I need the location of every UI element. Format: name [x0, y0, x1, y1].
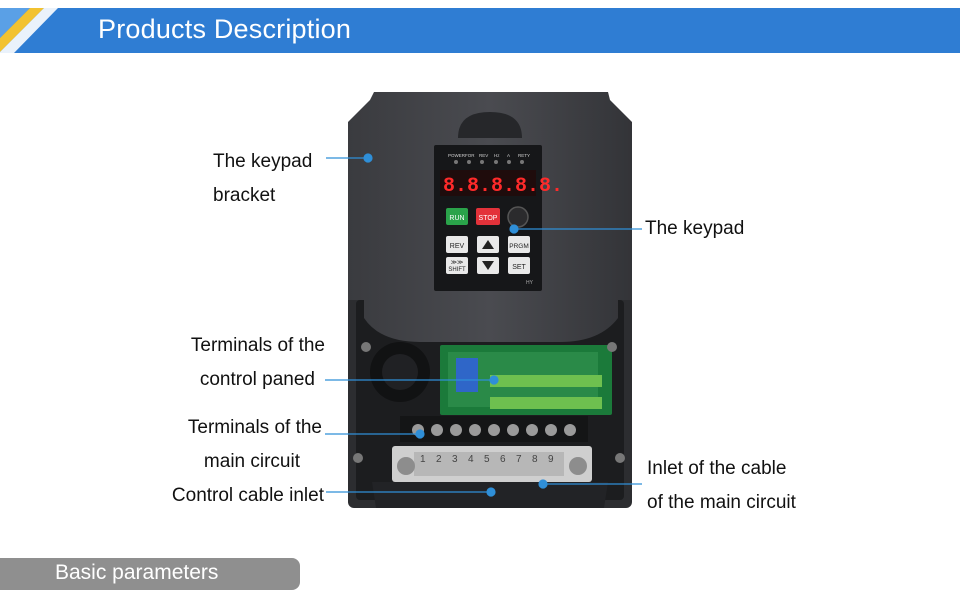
terminal-number: 5: [484, 454, 490, 465]
indicator-label: RETY: [518, 153, 530, 158]
label-keypad: The keypad: [645, 218, 745, 239]
brand-mark: HY: [526, 280, 534, 286]
header-banner: Products Description: [0, 8, 960, 53]
section-heading-label: Basic parameters: [55, 561, 219, 584]
label-keypad-bracket-line2: bracket: [213, 185, 276, 206]
label-main-terminals-line1: Terminals of the: [187, 417, 322, 438]
terminal-number: 8: [532, 454, 538, 465]
terminal-number: 2: [436, 454, 442, 465]
label-keypad-bracket-line1: The keypad: [213, 151, 313, 172]
shift-key: SHIFT: [448, 267, 466, 273]
main-terminal-screws: [412, 424, 576, 436]
terminal-number: 3: [452, 454, 458, 465]
terminal-number-labels: 1 2 3 4 5 6 7 8 9: [420, 454, 554, 465]
set-key: SET: [512, 264, 526, 271]
indicator-label: A: [507, 153, 510, 158]
header-stripes: [0, 8, 58, 53]
indicator-label: REV: [479, 153, 488, 158]
leader-lines: [325, 153, 642, 497]
label-main-inlet-line1: Inlet of the cable: [647, 458, 787, 479]
terminal-number: 9: [548, 454, 554, 465]
rev-key: REV: [450, 243, 465, 250]
label-main-terminals-line2: main circuit: [203, 451, 300, 472]
run-key: RUN: [449, 215, 464, 222]
prgm-key: PRGM: [509, 243, 529, 250]
terminal-number: 4: [468, 454, 474, 465]
label-control-terminals-line2: control paned: [199, 369, 315, 390]
indicator-label: Hz: [494, 153, 500, 158]
terminal-number: 7: [516, 454, 522, 465]
inverter-lower-housing: [348, 290, 632, 508]
stop-key: STOP: [479, 215, 498, 222]
section-heading-basic-parameters: Basic parameters: [0, 558, 300, 590]
terminal-number: 1: [420, 454, 426, 465]
page-title: Products Description: [98, 14, 352, 44]
terminal-number: 6: [500, 454, 506, 465]
label-control-cable-inlet: Control cable inlet: [171, 485, 324, 506]
indicator-label: FOR: [465, 153, 475, 158]
label-main-inlet-line2: of the main circuit: [647, 492, 796, 513]
led-display: 8.8.8.8.8.: [443, 175, 563, 198]
label-control-terminals-line1: Terminals of the: [190, 335, 325, 356]
indicator-label: POWER: [448, 153, 466, 158]
keypad-panel: POWER FOR REV Hz A RETY 8.8.8.8.8. RUN S…: [434, 145, 563, 291]
shift-key-arrows: ≫≫: [451, 259, 464, 266]
